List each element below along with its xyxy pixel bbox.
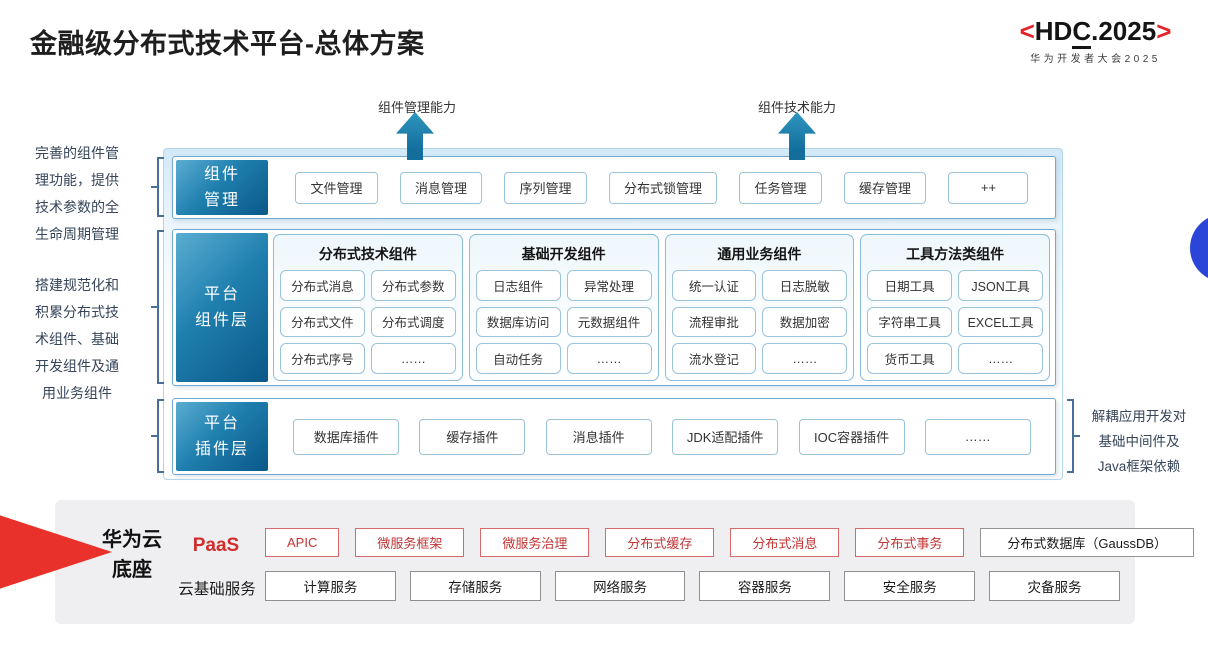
component-chip: 文件管理 bbox=[295, 171, 378, 204]
plugin-chip: 消息插件 bbox=[545, 418, 652, 455]
cloud-service-chip: 存储服务 bbox=[409, 571, 541, 601]
paas-service-chip: APIC bbox=[265, 528, 340, 557]
component-chip: 分布式锁管理 bbox=[608, 171, 717, 204]
component-cell: JSON工具 bbox=[958, 270, 1043, 301]
group-basic-dev: 基础开发组件 日志组件异常处理数据库访问元数据组件自动任务…… bbox=[468, 234, 659, 381]
component-cell: …… bbox=[762, 343, 848, 374]
component-cell: 数据加密 bbox=[762, 306, 848, 338]
cloud-service-chip: 网络服务 bbox=[554, 571, 686, 601]
left-bracket-icon bbox=[151, 230, 164, 384]
component-management-items: 文件管理消息管理序列管理分布式锁管理任务管理缓存管理 ++ bbox=[273, 157, 1051, 218]
plugin-items: 数据库插件缓存插件消息插件 JDK适配插件 IOC容器插件 …… bbox=[273, 399, 1051, 474]
component-cell: …… bbox=[566, 343, 652, 374]
paas-items: APIC 微服务框架微服务治理分布式缓存分布式消息分布式事务 分布式数据库（Gau… bbox=[265, 528, 1195, 557]
plugin-chip: JDK适配插件 bbox=[671, 418, 779, 455]
cloud-service-chip: 计算服务 bbox=[265, 571, 396, 601]
component-cell: 分布式消息 bbox=[280, 270, 365, 301]
cloud-services-label: 云基础服务 bbox=[178, 581, 256, 598]
component-groups: 分布式技术组件 分布式消息分布式参数分布式文件分布式调度分布式序号…… 基础开发… bbox=[273, 234, 1050, 381]
layer-platform-plugins: 平台 插件层 数据库插件缓存插件消息插件 JDK适配插件 IOC容器插件 …… bbox=[172, 398, 1056, 475]
paas-service-chip: 分布式事务 bbox=[855, 528, 965, 557]
component-cell: 分布式调度 bbox=[370, 306, 456, 338]
component-cell: 数据库访问 bbox=[475, 306, 561, 338]
capability-label-technology: 组件技术能力 bbox=[757, 100, 836, 115]
page-title: 金融级分布式技术平台-总体方案 bbox=[30, 29, 425, 59]
paas-service-chip: 微服务治理 bbox=[480, 528, 590, 557]
layer-component-management: 组件 管理 文件管理消息管理序列管理分布式锁管理任务管理缓存管理 ++ bbox=[172, 156, 1056, 219]
component-cell: 分布式参数 bbox=[370, 270, 456, 301]
component-cell: 流程审批 bbox=[671, 306, 757, 338]
plugin-chip: …… bbox=[924, 418, 1031, 455]
right-bracket-icon bbox=[1067, 399, 1080, 473]
cloud-service-chip: 安全服务 bbox=[844, 571, 976, 601]
component-cell: 货币工具 bbox=[867, 343, 953, 374]
component-cell: 分布式文件 bbox=[280, 306, 365, 338]
component-cell: 日期工具 bbox=[867, 270, 953, 301]
plugin-chip: 数据库插件 bbox=[293, 418, 400, 455]
layer-label-component-management: 组件 管理 bbox=[176, 160, 268, 215]
component-cell: 异常处理 bbox=[566, 270, 652, 301]
component-cell: 自动任务 bbox=[475, 343, 561, 374]
component-chip: ++ bbox=[948, 171, 1029, 204]
paas-service-chip: 微服务框架 bbox=[355, 528, 465, 557]
component-cell: 分布式序号 bbox=[280, 343, 365, 374]
component-chip: 消息管理 bbox=[399, 171, 482, 204]
group-distributed-tech: 分布式技术组件 分布式消息分布式参数分布式文件分布式调度分布式序号…… bbox=[273, 234, 463, 381]
hdc-logo: <HDC.2025> 华为开发者大会2025 bbox=[993, 16, 1198, 65]
layer-label-platform-plugins: 平台 插件层 bbox=[176, 402, 268, 471]
platform-architecture-box: 组件 管理 文件管理消息管理序列管理分布式锁管理任务管理缓存管理 ++ 平台 组件… bbox=[163, 148, 1063, 480]
plugin-chip: IOC容器插件 bbox=[798, 418, 905, 455]
component-cell: 流水登记 bbox=[671, 343, 757, 374]
component-cell: 日志脱敏 bbox=[762, 270, 848, 301]
blue-circle-decoration bbox=[1190, 214, 1208, 282]
component-cell: …… bbox=[370, 343, 456, 374]
cloud-service-items: 计算服务存储服务网络服务容器服务安全服务灾备服务 bbox=[265, 571, 1120, 601]
paas-label: PaaS bbox=[192, 535, 240, 556]
note-decouple: 解耦应用开发对基础中间件及Java框架依赖 bbox=[1091, 409, 1187, 474]
note-platform-components: 搭建规范化和积累分布式技术组件、基础开发组件及通用业务组件 bbox=[35, 277, 119, 401]
logo-left-bracket-icon: < bbox=[1019, 16, 1035, 46]
cloud-service-chip: 容器服务 bbox=[699, 571, 831, 601]
layer-label-platform-components: 平台 组件层 bbox=[176, 233, 268, 382]
foundation-label: 华为云 底座 bbox=[102, 529, 162, 581]
group-common-business: 通用业务组件 统一认证日志脱敏流程审批数据加密流水登记…… bbox=[664, 234, 855, 381]
note-component-management: 完善的组件管理功能，提供技术参数的全生命周期管理 bbox=[35, 145, 119, 242]
component-chip: 缓存管理 bbox=[843, 171, 926, 204]
component-cell: 统一认证 bbox=[671, 270, 757, 301]
paas-database-chip: 分布式数据库（GaussDB） bbox=[980, 528, 1195, 557]
component-cell: EXCEL工具 bbox=[958, 306, 1043, 338]
left-bracket-icon bbox=[151, 157, 164, 217]
component-cell: 日志组件 bbox=[475, 270, 561, 301]
logo-right-bracket-icon: > bbox=[1156, 16, 1172, 46]
left-bracket-icon bbox=[151, 399, 164, 473]
component-chip: 任务管理 bbox=[739, 171, 822, 204]
paas-service-chip: 分布式缓存 bbox=[605, 528, 715, 557]
component-cell: 字符串工具 bbox=[867, 306, 953, 338]
hdc-logo-text: <HDC.2025> bbox=[993, 16, 1198, 49]
component-chip: 序列管理 bbox=[504, 171, 587, 204]
capability-label-management: 组件管理能力 bbox=[377, 100, 456, 115]
hdc-logo-subtitle: 华为开发者大会2025 bbox=[1030, 54, 1161, 65]
plugin-chip: 缓存插件 bbox=[419, 418, 526, 455]
component-cell: 元数据组件 bbox=[566, 306, 652, 338]
component-cell: …… bbox=[958, 343, 1043, 374]
cloud-service-chip: 灾备服务 bbox=[989, 571, 1120, 601]
layer-platform-components: 平台 组件层 分布式技术组件 分布式消息分布式参数分布式文件分布式调度分布式序号… bbox=[172, 229, 1056, 386]
paas-service-chip: 分布式消息 bbox=[730, 528, 840, 557]
